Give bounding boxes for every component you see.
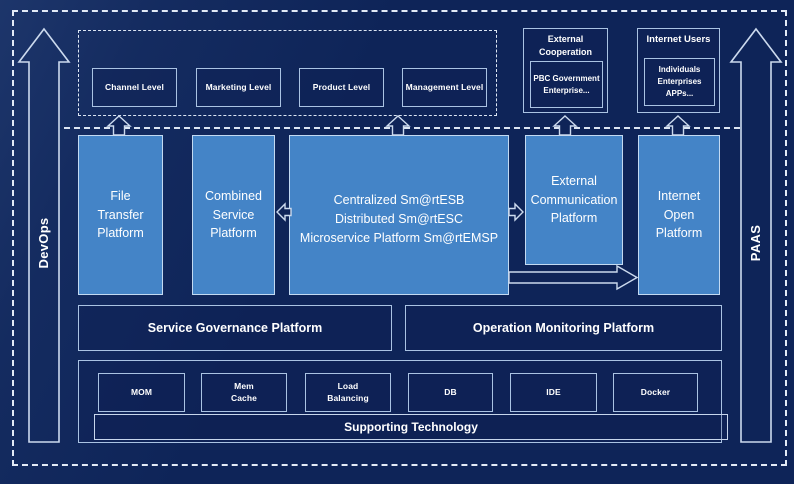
file-transfer-platform: File Transfer Platform [78,135,163,295]
internet-open-platform: Internet Open Platform [638,135,720,295]
combined-service-platform: Combined Service Platform [192,135,275,295]
tech-box-db: DB [408,373,493,412]
internet-users-members: Individuals Enterprises APPs... [644,58,715,106]
tech-box-mem-cache: Mem Cache [201,373,287,412]
tech-box-docker: Docker [613,373,698,412]
tech-box-ide: IDE [510,373,597,412]
tech-box-load-balancing: Load Balancing [305,373,391,412]
supporting-technology-bar: Supporting Technology [94,414,728,440]
operation-monitoring-platform: Operation Monitoring Platform [405,305,722,351]
external-cooperation-title: External Cooperation [539,34,592,57]
external-cooperation-members: PBC Government Enterprise... [530,61,603,108]
level-box-product: Product Level [299,68,384,107]
external-cooperation-box: External Cooperation PBC Government Ente… [523,28,608,113]
esb-platform: Centralized Sm@rtESB Distributed Sm@rtES… [289,135,509,295]
devops-label: DevOps [36,217,51,269]
paas-label: PAAS [748,224,763,262]
service-governance-platform: Service Governance Platform [78,305,392,351]
dashed-separator-line [64,127,740,129]
levels-container [78,30,497,116]
internet-users-box: Internet Users Individuals Enterprises A… [637,28,720,113]
external-communication-platform: External Communication Platform [525,135,623,265]
outer-dashed-border [12,10,787,466]
level-box-management: Management Level [402,68,487,107]
tech-box-mom: MOM [98,373,185,412]
level-box-marketing: Marketing Level [196,68,281,107]
internet-users-title: Internet Users [646,34,711,45]
level-box-channel: Channel Level [92,68,177,107]
